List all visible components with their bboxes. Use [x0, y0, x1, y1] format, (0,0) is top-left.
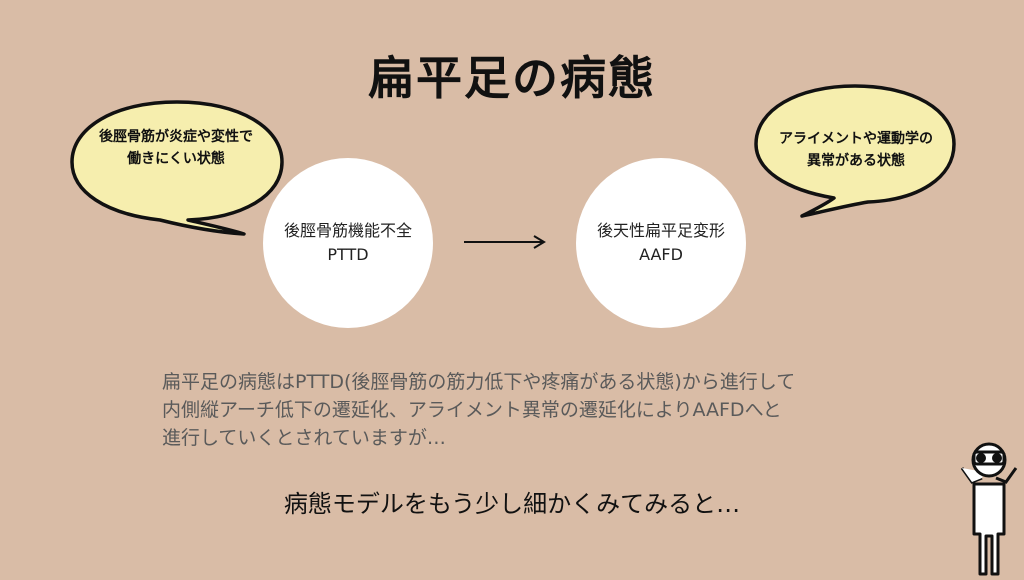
stage-abbr: PTTD — [327, 245, 369, 264]
lead-in-text: 病態モデルをもう少し細かくみてみると… — [283, 490, 741, 518]
stage-name: 後脛骨筋機能不全 — [283, 221, 412, 240]
bubble-right-line1: アライメントや運動学の — [779, 131, 933, 147]
stage-name: 後天性扁平足変形 — [596, 221, 725, 240]
bubble-left-line1: 後脛骨筋が炎症や変性で — [99, 129, 253, 145]
person-with-binoculars-icon — [954, 438, 1024, 580]
speech-bubble-right: アライメントや運動学の 異常がある状態 — [748, 78, 962, 220]
description-line: 内側縦アーチ低下の遷延化、アライメント異常の遷延化によりAAFDへと — [162, 399, 782, 421]
stage-abbr: AAFD — [639, 245, 683, 264]
stage-circle-aafd: 後天性扁平足変形 AAFD — [576, 158, 746, 328]
speech-bubble-right-text: アライメントや運動学の 異常がある状態 — [756, 128, 956, 172]
description-line: 扁平足の病態はPTTD(後脛骨筋の筋力低下や疼痛がある状態)から進行して — [162, 371, 796, 393]
speech-bubble-left: 後脛骨筋が炎症や変性で 働きにくい状態 — [64, 94, 290, 236]
page-title: 扁平足の病態 — [368, 51, 656, 105]
stage-circle-pttd: 後脛骨筋機能不全 PTTD — [263, 158, 433, 328]
bubble-left-line2: 働きにくい状態 — [127, 151, 225, 167]
description-line: 進行していくとされていますが… — [162, 427, 446, 449]
speech-bubble-shape — [70, 100, 284, 236]
speech-bubble-shape — [754, 84, 956, 218]
description-text: 扁平足の病態はPTTD(後脛骨筋の筋力低下や疼痛がある状態)から進行して 内側縦… — [162, 368, 882, 452]
bubble-right-line2: 異常がある状態 — [807, 153, 905, 169]
right-arrow-icon — [462, 232, 548, 256]
speech-bubble-left-text: 後脛骨筋が炎症や変性で 働きにくい状態 — [76, 126, 276, 170]
